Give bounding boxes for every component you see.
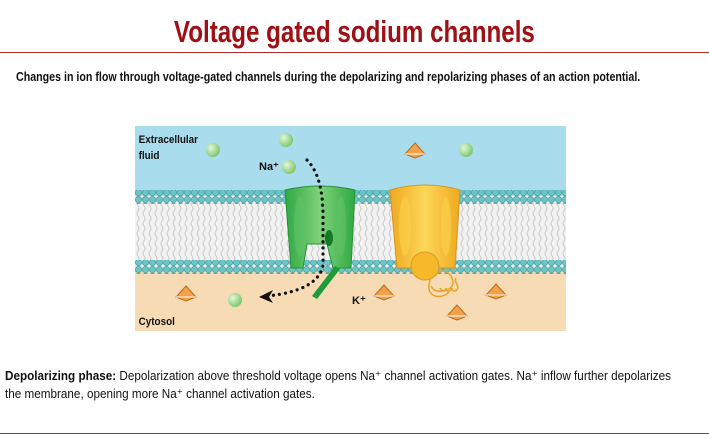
bottom-divider (0, 433, 709, 434)
caption-heading: Depolarizing phase: (5, 368, 117, 383)
subtitle: Changes in ion flow through voltage-gate… (16, 69, 641, 84)
label-extracellular: Extracellular (139, 135, 198, 147)
inactivation-gate (312, 266, 340, 299)
sodium-ions (206, 133, 473, 307)
caption: Depolarizing phase: Depolarization above… (5, 367, 689, 403)
label-na: Na⁺ (259, 161, 279, 173)
na-ion (279, 133, 293, 147)
label-fluid: fluid (139, 151, 160, 163)
sodium-flow-arrow (259, 158, 325, 303)
title-divider (0, 52, 709, 53)
page-title-text: Voltage gated sodium channels (174, 14, 535, 49)
ion-channel-diagram: Extracellular fluid Na⁺ K⁺ Cytosol (135, 126, 566, 331)
label-cytosol: Cytosol (139, 317, 175, 329)
sodium-channel (284, 185, 356, 299)
na-ion (282, 160, 296, 174)
label-k: K⁺ (352, 295, 366, 307)
potassium-ions (175, 142, 507, 321)
na-ion (228, 293, 242, 307)
na-ion (206, 143, 220, 157)
caption-text: Depolarization above threshold voltage o… (5, 368, 671, 401)
na-ion (459, 143, 473, 157)
cytosol-region (135, 266, 566, 331)
potassium-channel (389, 184, 461, 298)
page-title: Voltage gated sodium channels (0, 14, 709, 50)
